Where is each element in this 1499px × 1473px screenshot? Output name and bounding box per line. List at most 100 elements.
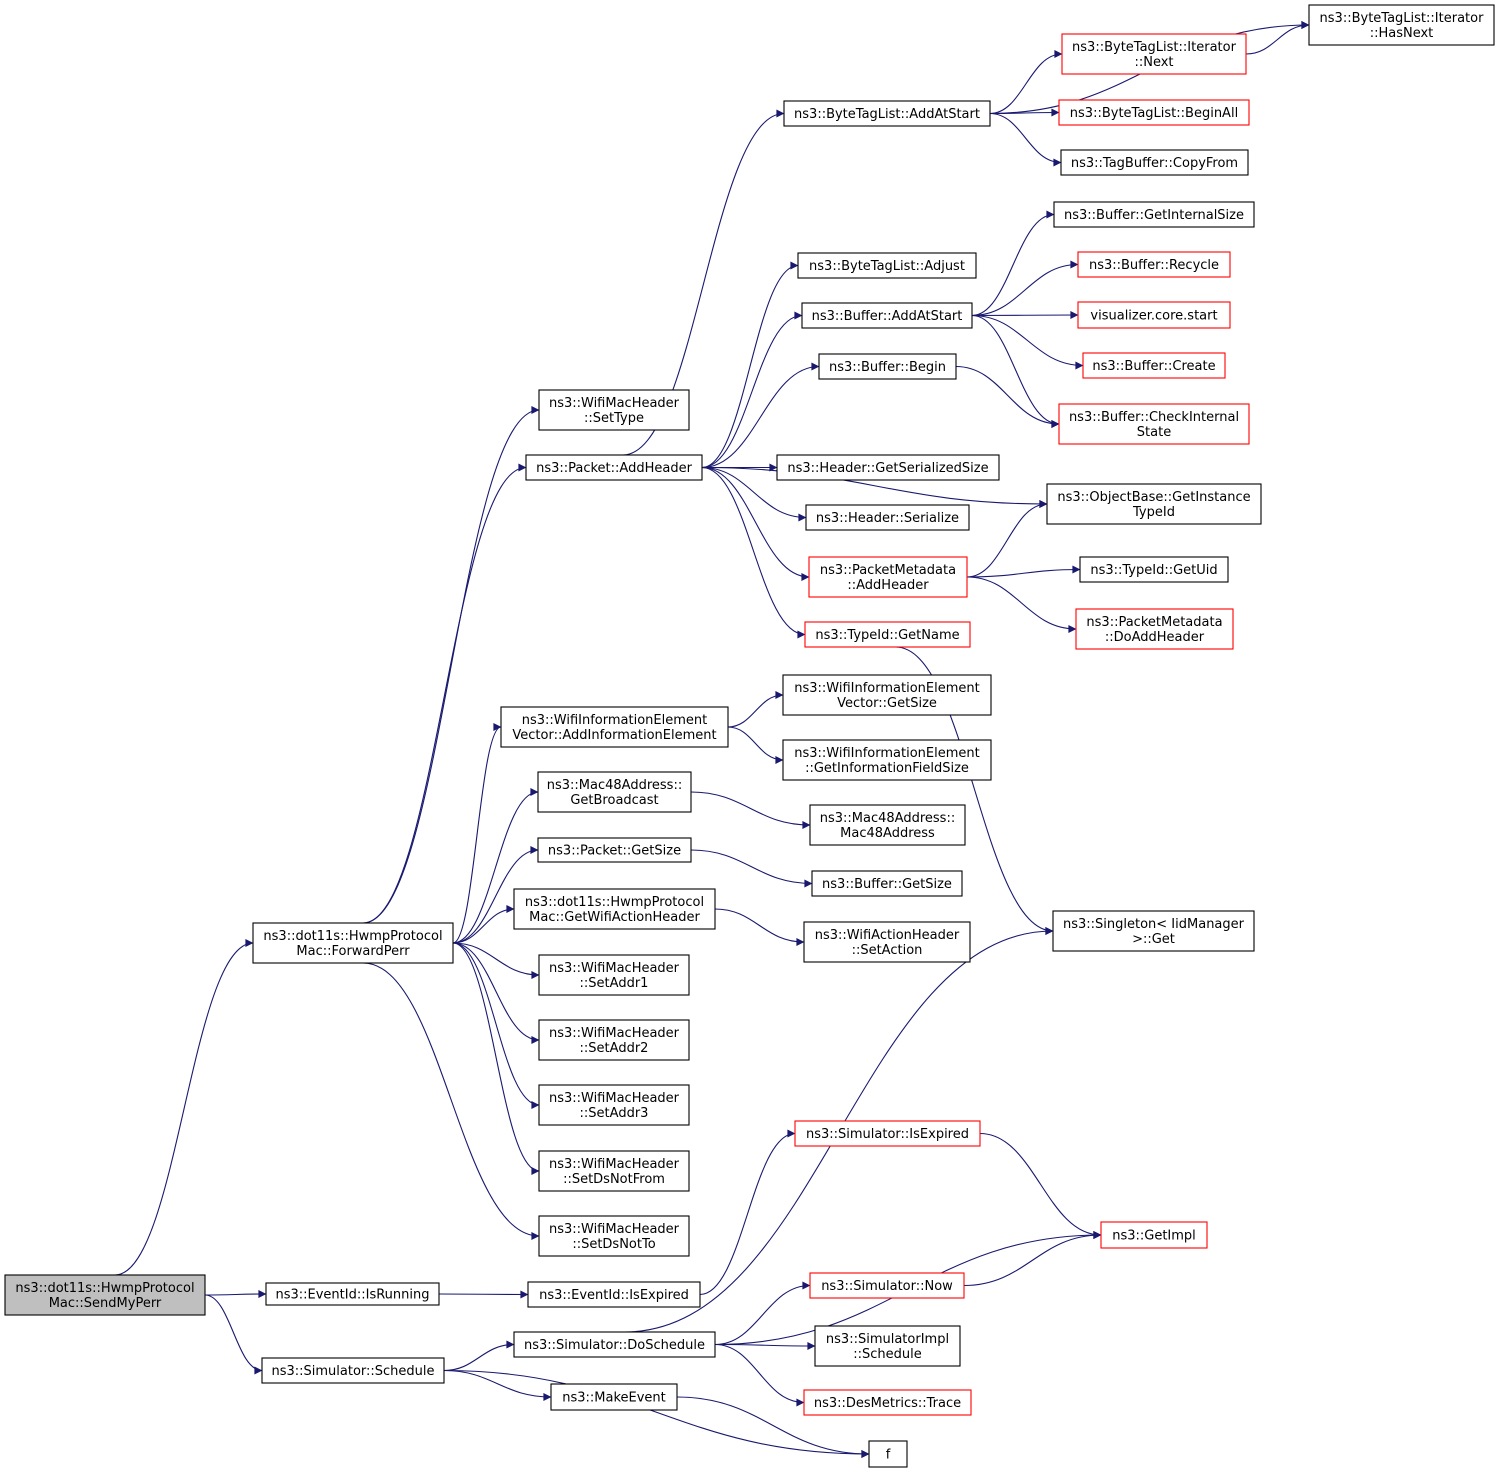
edge-packet_addheader-to-buffer_begin — [701, 362, 820, 469]
node-mac48address[interactable]: ns3::Mac48Address::Mac48Address — [809, 804, 966, 846]
node-buffer_getinternalsize[interactable]: ns3::Buffer::GetInternalSize — [1053, 201, 1255, 228]
node-box-buffer_getinternalsize — [1053, 201, 1255, 228]
edge-sim_schedule-to-makeevent — [443, 1369, 552, 1401]
node-buffer_addatstart[interactable]: ns3::Buffer::AddAtStart — [801, 302, 973, 329]
node-sim_schedule[interactable]: ns3::Simulator::Schedule — [261, 1357, 445, 1384]
node-label-settype-line2: ::SetType — [584, 411, 644, 426]
node-setaddr3[interactable]: ns3::WifiMacHeader::SetAddr3 — [538, 1084, 690, 1126]
node-box-mac48address — [809, 804, 966, 846]
edge-iter_next-to-iter_hasnext — [1245, 21, 1310, 55]
edge-packet_addheader-to-bytetag_adjust — [701, 261, 799, 469]
node-box-packet_addheader — [525, 454, 703, 481]
edge-getwifiactionheader-to-wifiactionheader_setaction — [714, 908, 805, 946]
node-pm_addheader[interactable]: ns3::PacketMetadata::AddHeader — [808, 556, 968, 598]
node-viz_core_start[interactable]: visualizer.core.start — [1077, 301, 1231, 329]
node-desmetrics_trace[interactable]: ns3::DesMetrics::Trace — [803, 1389, 972, 1416]
edge-makeevent-to-f — [676, 1396, 870, 1458]
node-box-simimpl_schedule — [814, 1325, 961, 1367]
node-label-objectbase_getinstancetypeid-line1: ns3::ObjectBase::GetInstance — [1057, 490, 1250, 505]
node-getimpl[interactable]: ns3::GetImpl — [1100, 1221, 1208, 1249]
node-label-getwifiactionheader-line1: ns3::dot11s::HwmpProtocol — [525, 895, 704, 910]
edge-sim_doschedule-to-simimpl_schedule — [714, 1341, 816, 1350]
node-iter_hasnext[interactable]: ns3::ByteTagList::Iterator::HasNext — [1308, 4, 1495, 46]
node-label-wie_getsize-line2: Vector::GetSize — [837, 696, 937, 711]
node-buffer_begin[interactable]: ns3::Buffer::Begin — [818, 353, 957, 380]
node-label-tagbuffer_copyfrom-line1: ns3::TagBuffer::CopyFrom — [1071, 156, 1238, 171]
node-box-buffer_begin — [818, 353, 957, 380]
node-wie_getsize[interactable]: ns3::WifiInformationElementVector::GetSi… — [782, 674, 992, 716]
node-box-sim_now — [809, 1272, 965, 1299]
node-wie_getinfofieldsize[interactable]: ns3::WifiInformationElement::GetInformat… — [782, 739, 992, 781]
node-getwifiactionheader[interactable]: ns3::dot11s::HwmpProtocolMac::GetWifiAct… — [513, 888, 716, 930]
node-wifiactionheader_setaction[interactable]: ns3::WifiActionHeader::SetAction — [803, 921, 971, 963]
node-box-getimpl — [1100, 1221, 1208, 1249]
node-bytetag_beginall[interactable]: ns3::ByteTagList::BeginAll — [1058, 99, 1250, 126]
node-setaddr1[interactable]: ns3::WifiMacHeader::SetAddr1 — [538, 954, 690, 996]
node-buffer_create[interactable]: ns3::Buffer::Create — [1082, 352, 1226, 379]
edge-forwardperr-to-addinfoelem — [452, 723, 502, 944]
edge-bytetag_addatstart-to-iter_next — [989, 50, 1063, 115]
node-label-sim_isexpired-line1: ns3::Simulator::IsExpired — [806, 1127, 969, 1142]
node-label-simimpl_schedule-line2: ::Schedule — [853, 1347, 922, 1362]
node-label-wie_getsize-line1: ns3::WifiInformationElement — [794, 681, 980, 696]
node-box-buffer_addatstart — [801, 302, 973, 329]
node-typeid_getuid[interactable]: ns3::TypeId::GetUid — [1079, 556, 1229, 583]
node-sim_now[interactable]: ns3::Simulator::Now — [809, 1272, 965, 1299]
node-box-desmetrics_trace — [803, 1389, 972, 1416]
node-packet_getsize[interactable]: ns3::Packet::GetSize — [537, 837, 692, 863]
node-packet_addheader[interactable]: ns3::Packet::AddHeader — [525, 454, 703, 481]
node-label-setaddr3-line1: ns3::WifiMacHeader — [549, 1091, 680, 1106]
node-header_serialize[interactable]: ns3::Header::Serialize — [805, 504, 970, 531]
node-forwardperr[interactable]: ns3::dot11s::HwmpProtocolMac::ForwardPer… — [252, 922, 454, 964]
edge-forwardperr-to-setaddr1 — [452, 942, 540, 979]
node-addinfoelem[interactable]: ns3::WifiInformationElementVector::AddIn… — [500, 706, 729, 748]
node-label-addinfoelem-line2: Vector::AddInformationElement — [512, 728, 716, 743]
edge-buffer_begin-to-buffer_checkinternalstate — [955, 365, 1060, 428]
node-setaddr2[interactable]: ns3::WifiMacHeader::SetAddr2 — [538, 1019, 690, 1061]
node-label-header_getserializedsize-line1: ns3::Header::GetSerializedSize — [787, 461, 988, 476]
edge-sim_isexpired-to-getimpl — [979, 1132, 1102, 1239]
node-label-simimpl_schedule-line1: ns3::SimulatorImpl — [826, 1332, 949, 1347]
node-typeid_getname[interactable]: ns3::TypeId::GetName — [804, 621, 971, 648]
node-box-sim_schedule — [261, 1357, 445, 1384]
node-eventid_isrunning[interactable]: ns3::EventId::IsRunning — [265, 1282, 440, 1306]
edge-buffer_addatstart-to-buffer_getinternalsize — [971, 210, 1055, 317]
node-box-eventid_isrunning — [265, 1282, 440, 1306]
node-box-addinfoelem — [500, 706, 729, 748]
nodes-layer: ns3::dot11s::HwmpProtocolMac::SendMyPerr… — [4, 4, 1495, 1468]
edge-forwardperr-to-setaddr3 — [452, 942, 540, 1109]
node-label-wifiactionheader_setaction-line1: ns3::WifiActionHeader — [815, 928, 960, 943]
node-sim_doschedule[interactable]: ns3::Simulator::DoSchedule — [513, 1331, 716, 1358]
node-simimpl_schedule[interactable]: ns3::SimulatorImpl::Schedule — [814, 1325, 961, 1367]
node-label-pm_doaddheader-line1: ns3::PacketMetadata — [1086, 615, 1222, 630]
node-f[interactable]: f — [868, 1440, 908, 1468]
node-setdsnotto[interactable]: ns3::WifiMacHeader::SetDsNotTo — [538, 1215, 690, 1257]
node-bytetag_adjust[interactable]: ns3::ByteTagList::Adjust — [797, 252, 977, 279]
node-bytetag_addatstart[interactable]: ns3::ByteTagList::AddAtStart — [783, 100, 991, 127]
node-buffer_recycle[interactable]: ns3::Buffer::Recycle — [1077, 251, 1231, 278]
edge-bytetag_addatstart-to-bytetag_beginall — [989, 108, 1060, 117]
edge-sendmyperr-to-eventid_isrunning — [204, 1290, 267, 1299]
node-sim_isexpired[interactable]: ns3::Simulator::IsExpired — [794, 1120, 981, 1147]
edge-packet_addheader-to-buffer_addatstart — [701, 311, 803, 469]
node-eventid_isexpired[interactable]: ns3::EventId::IsExpired — [527, 1281, 701, 1308]
node-box-buffer_getsize — [811, 870, 963, 897]
node-settype[interactable]: ns3::WifiMacHeader::SetType — [538, 389, 690, 431]
node-singleton_get[interactable]: ns3::Singleton< IidManager >::Get — [1052, 910, 1255, 952]
node-buffer_getsize[interactable]: ns3::Buffer::GetSize — [811, 870, 963, 897]
node-label-buffer_checkinternalstate-line2: State — [1137, 425, 1171, 440]
node-header_getserializedsize[interactable]: ns3::Header::GetSerializedSize — [776, 454, 1000, 481]
node-getbroadcast[interactable]: ns3::Mac48Address::GetBroadcast — [537, 771, 692, 813]
node-makeevent[interactable]: ns3::MakeEvent — [550, 1383, 678, 1411]
node-pm_doaddheader[interactable]: ns3::PacketMetadata::DoAddHeader — [1075, 608, 1234, 650]
node-tagbuffer_copyfrom[interactable]: ns3::TagBuffer::CopyFrom — [1060, 149, 1249, 176]
node-label-pm_addheader-line1: ns3::PacketMetadata — [820, 563, 956, 578]
node-label-sim_schedule-line1: ns3::Simulator::Schedule — [271, 1364, 434, 1379]
edge-forwardperr-to-getwifiactionheader — [452, 905, 515, 944]
node-iter_next[interactable]: ns3::ByteTagList::Iterator::Next — [1061, 33, 1247, 75]
edge-forwardperr-to-setdsnotfrom — [452, 942, 540, 1175]
node-setdsnotfrom[interactable]: ns3::WifiMacHeader::SetDsNotFrom — [538, 1150, 690, 1192]
